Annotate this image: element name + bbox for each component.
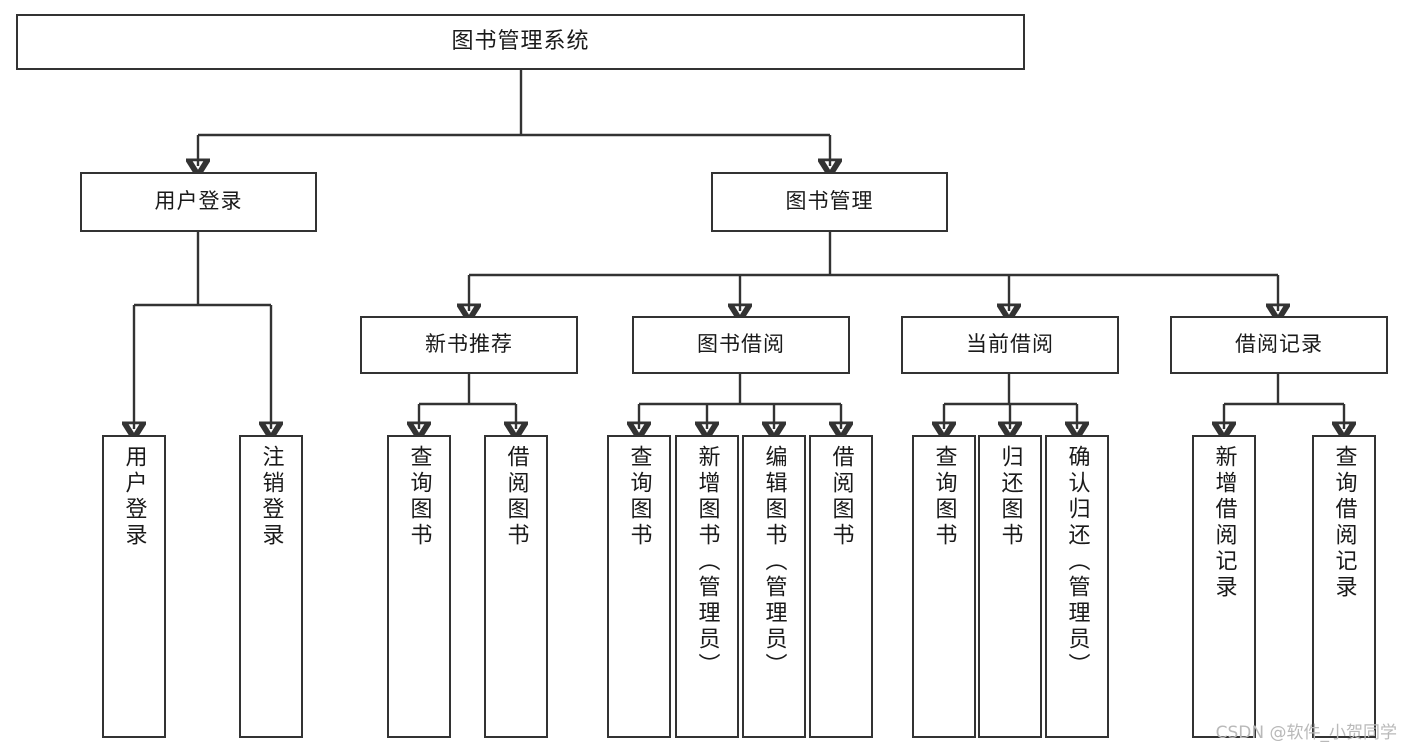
node-user-login[interactable]: 用户登录 <box>80 172 317 232</box>
leaf-current-borrow-3[interactable]: 确认归还（管理员） <box>1045 435 1109 738</box>
leaf-user-login-1-label: 用户登录 <box>121 445 147 549</box>
leaf-new-book-1-label: 查询图书 <box>406 445 432 549</box>
leaf-borrow-record-1-label: 新增借阅记录 <box>1211 445 1237 601</box>
node-book-borrow[interactable]: 图书借阅 <box>632 316 850 374</box>
leaf-borrow-record-2[interactable]: 查询借阅记录 <box>1312 435 1376 738</box>
leaf-book-borrow-1-label: 查询图书 <box>626 445 652 549</box>
leaf-book-borrow-4[interactable]: 借阅图书 <box>809 435 873 738</box>
leaf-book-borrow-3-label: 编辑图书（管理员） <box>761 445 787 679</box>
leaf-current-borrow-1[interactable]: 查询图书 <box>912 435 976 738</box>
node-root-label: 图书管理系统 <box>451 28 590 54</box>
leaf-user-login-2-label: 注销登录 <box>258 445 284 549</box>
leaf-new-book-2-label: 借阅图书 <box>503 445 529 549</box>
node-new-book-recommend-label: 新书推荐 <box>425 332 513 357</box>
leaf-book-borrow-2[interactable]: 新增图书（管理员） <box>675 435 739 738</box>
node-user-login-label: 用户登录 <box>154 189 243 214</box>
watermark-text: CSDN @软件_小贺同学 <box>1215 723 1397 743</box>
node-current-borrow-label: 当前借阅 <box>966 332 1054 357</box>
node-book-manage[interactable]: 图书管理 <box>711 172 948 232</box>
leaf-book-borrow-1[interactable]: 查询图书 <box>607 435 671 738</box>
leaf-borrow-record-2-label: 查询借阅记录 <box>1331 445 1357 601</box>
leaf-user-login-2[interactable]: 注销登录 <box>239 435 303 738</box>
node-new-book-recommend[interactable]: 新书推荐 <box>360 316 578 374</box>
node-current-borrow[interactable]: 当前借阅 <box>901 316 1119 374</box>
leaf-new-book-2[interactable]: 借阅图书 <box>484 435 548 738</box>
node-book-borrow-label: 图书借阅 <box>697 332 785 357</box>
leaf-current-borrow-3-label: 确认归还（管理员） <box>1064 445 1090 679</box>
leaf-book-borrow-4-label: 借阅图书 <box>828 445 854 549</box>
node-book-manage-label: 图书管理 <box>785 189 874 214</box>
leaf-new-book-1[interactable]: 查询图书 <box>387 435 451 738</box>
node-root[interactable]: 图书管理系统 <box>16 14 1025 70</box>
leaf-current-borrow-2[interactable]: 归还图书 <box>978 435 1042 738</box>
leaf-user-login-1[interactable]: 用户登录 <box>102 435 166 738</box>
leaf-current-borrow-2-label: 归还图书 <box>997 445 1023 549</box>
node-borrow-record-label: 借阅记录 <box>1235 332 1323 357</box>
leaf-current-borrow-1-label: 查询图书 <box>931 445 957 549</box>
leaf-book-borrow-3[interactable]: 编辑图书（管理员） <box>742 435 806 738</box>
leaf-borrow-record-1[interactable]: 新增借阅记录 <box>1192 435 1256 738</box>
node-borrow-record[interactable]: 借阅记录 <box>1170 316 1388 374</box>
leaf-book-borrow-2-label: 新增图书（管理员） <box>694 445 720 679</box>
